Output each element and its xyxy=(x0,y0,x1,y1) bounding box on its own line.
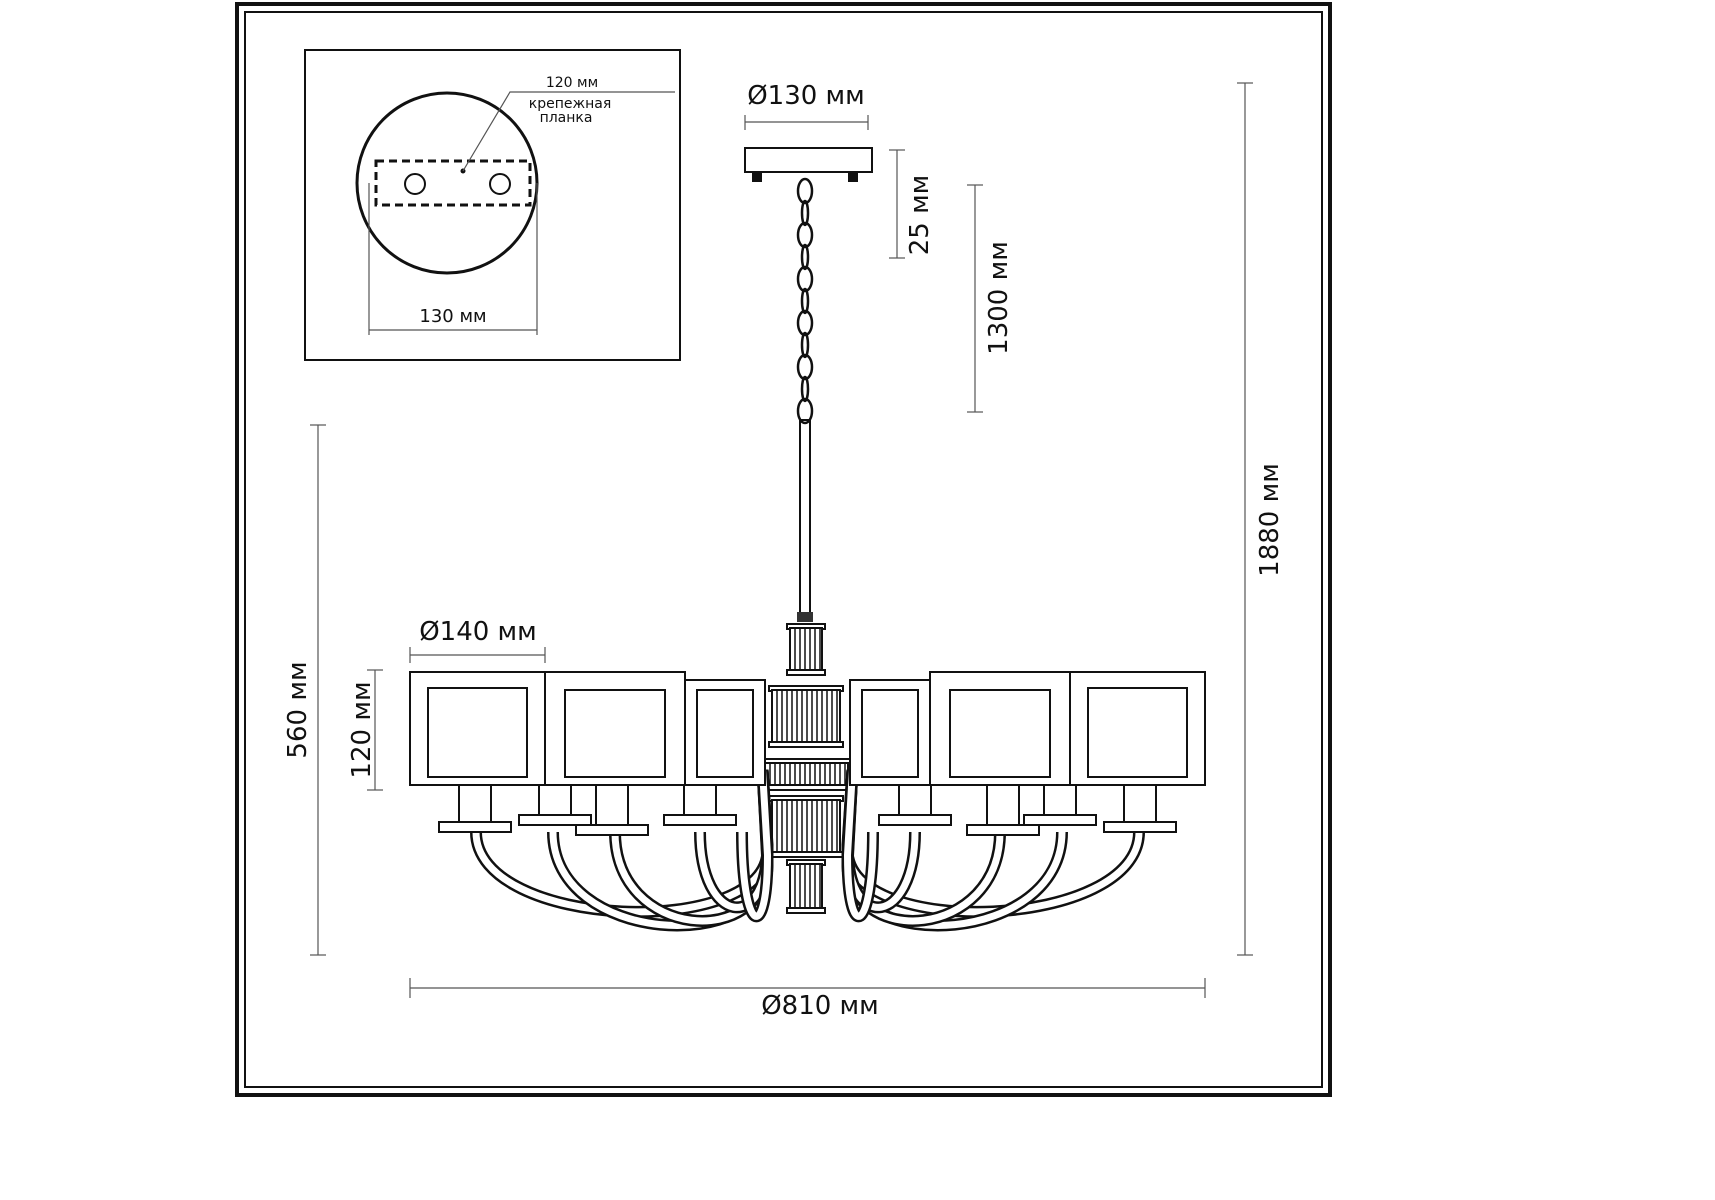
bracket-length-label: 120 мм xyxy=(546,75,598,91)
candle-cup xyxy=(1043,784,1077,816)
lamp-shade-inner xyxy=(696,689,754,778)
chain-link xyxy=(796,265,814,293)
candle-cup xyxy=(538,784,572,816)
column-collar xyxy=(797,612,813,622)
dimension-lines: Ø130 мм 25 мм 1300 мм 1880 мм 560 мм 120… xyxy=(283,81,1285,1021)
bobeche-plate xyxy=(575,824,649,836)
chain-link xyxy=(800,243,810,271)
arm-fill xyxy=(738,769,772,920)
chain-link xyxy=(796,177,814,205)
chain-link xyxy=(800,287,810,315)
column-ring xyxy=(786,907,826,914)
canopy xyxy=(744,147,873,173)
lamp-shade-inner xyxy=(861,689,919,778)
bobeche-plate xyxy=(663,814,737,826)
shade-diameter-label: Ø140 мм xyxy=(419,617,537,647)
canopy-height-label: 25 мм xyxy=(905,175,935,256)
arm-fill xyxy=(843,769,877,920)
shade-height-label: 120 мм xyxy=(347,681,377,778)
total-height-label: 1880 мм xyxy=(1255,463,1285,577)
bobeche-plate xyxy=(438,821,512,833)
candle-cup xyxy=(1123,784,1157,823)
arms xyxy=(470,769,1145,932)
lamp-shade-inner xyxy=(949,689,1051,778)
chain-link xyxy=(796,221,814,249)
plate-diameter-label: 130 мм xyxy=(419,306,486,327)
chain-link xyxy=(796,397,814,425)
bobeche-plate xyxy=(1103,821,1177,833)
chain-link xyxy=(800,331,810,359)
mounting-plate-inset: 120 мм крепежная планка 130 мм xyxy=(304,49,681,361)
bobeche-plate xyxy=(966,824,1040,836)
candle-cup xyxy=(595,784,629,826)
chain-link xyxy=(800,199,810,227)
lamp-shade-inner xyxy=(564,689,666,778)
mounting-bracket xyxy=(374,159,532,207)
candle-cup xyxy=(458,784,492,823)
chain-length-label: 1300 мм xyxy=(984,241,1014,355)
candle-cup xyxy=(898,784,932,816)
column-ring xyxy=(761,784,852,791)
candle-cup xyxy=(986,784,1020,826)
bobeche-plate xyxy=(878,814,952,826)
candle-cup xyxy=(683,784,717,816)
chain-link xyxy=(800,375,810,403)
bracket-label-line1: крепежная xyxy=(529,96,612,112)
bobeche-plate xyxy=(518,814,592,826)
column-ring xyxy=(768,851,844,858)
overall-diameter-label: Ø810 мм xyxy=(761,991,879,1021)
lamp-shade-inner xyxy=(427,687,528,778)
bracket-label-line2: планка xyxy=(540,110,593,126)
column-ring xyxy=(786,669,826,676)
inner-frame xyxy=(244,11,1323,1088)
chain xyxy=(796,177,814,425)
body-height-label: 560 мм xyxy=(283,661,313,758)
rod xyxy=(799,419,811,616)
outer-frame xyxy=(235,2,1332,1097)
chain-link xyxy=(796,309,814,337)
lamp-shade-inner xyxy=(1087,687,1188,778)
chain-link xyxy=(796,353,814,381)
shades xyxy=(409,671,1206,836)
column-ring xyxy=(768,741,844,748)
canopy-diameter-label: Ø130 мм xyxy=(747,81,865,111)
bobeche-plate xyxy=(1023,814,1097,826)
